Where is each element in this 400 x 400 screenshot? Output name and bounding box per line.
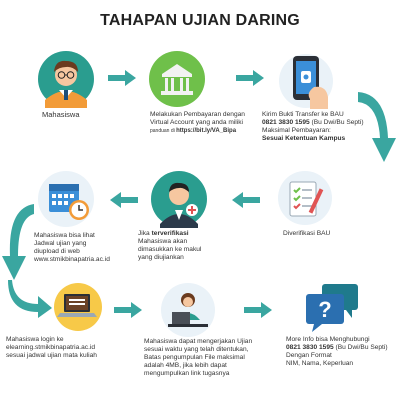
arrow-right-icon [108, 70, 136, 86]
step5-text: Jika terverifikasi Mahasiswa akan dimasu… [138, 230, 202, 261]
bank-icon [149, 51, 205, 107]
step8-text: Mahasiswa dapat mengerjakan Ujian sesuai… [144, 338, 253, 377]
student-working-icon [161, 283, 215, 337]
page-title: TAHAPAN UJIAN DARING [100, 12, 300, 29]
arrow-left-icon [110, 192, 138, 208]
step3-text: Kirim Bukti Transfer ke BAU 0821 3830 15… [262, 111, 364, 142]
calendar-clock-icon [38, 171, 94, 227]
va-guide-link[interactable]: https://bit.ly/VA_Bipa [176, 128, 237, 134]
arrow-curve-down-icon [2, 204, 34, 280]
checklist-icon [278, 171, 332, 225]
step2-text: Melakukan Pembayaran dengan Virtual Acco… [150, 111, 245, 134]
arrow-right-icon [236, 70, 264, 86]
arrow-left-icon [232, 192, 260, 208]
step4-label: Diverifikasi BAU [283, 230, 331, 237]
arrow-curve-down-icon [358, 92, 396, 162]
arrow-right-icon [114, 302, 142, 318]
student-avatar-icon [38, 51, 94, 108]
svg-text:?: ? [318, 297, 331, 322]
step6-text: Mahasiswa bisa lihat Jadwal ujian yang d… [34, 232, 110, 263]
arrow-right-icon [244, 302, 272, 318]
arrow-curve-right-icon [8, 280, 52, 318]
question-bubble-icon: ? [306, 284, 358, 332]
step1-label: Mahasiswa [42, 110, 80, 119]
step7-text: Mahasiswa login ke elearning.stmikbinapa… [6, 336, 97, 359]
step9-text: More Info bisa Menghubungi 0821 3830 159… [286, 336, 388, 367]
smartphone-icon [279, 54, 333, 109]
laptop-login-icon [54, 283, 102, 331]
verified-officer-icon [151, 171, 207, 228]
